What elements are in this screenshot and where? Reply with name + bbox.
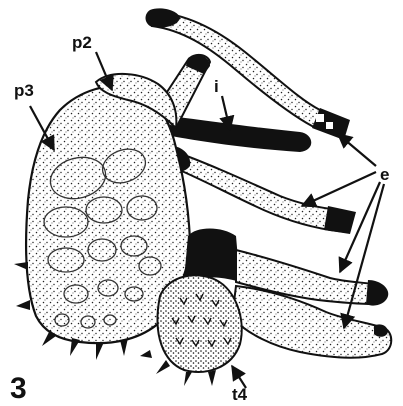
label-t4: t4 xyxy=(232,385,248,404)
dark-collar xyxy=(184,229,240,283)
panel-number: 3 xyxy=(10,372,27,405)
middle-seta xyxy=(161,146,356,234)
label-e: e xyxy=(380,165,389,184)
label-i: i xyxy=(214,77,219,96)
label-p2: p2 xyxy=(72,33,92,52)
label-p3: p3 xyxy=(14,81,34,100)
